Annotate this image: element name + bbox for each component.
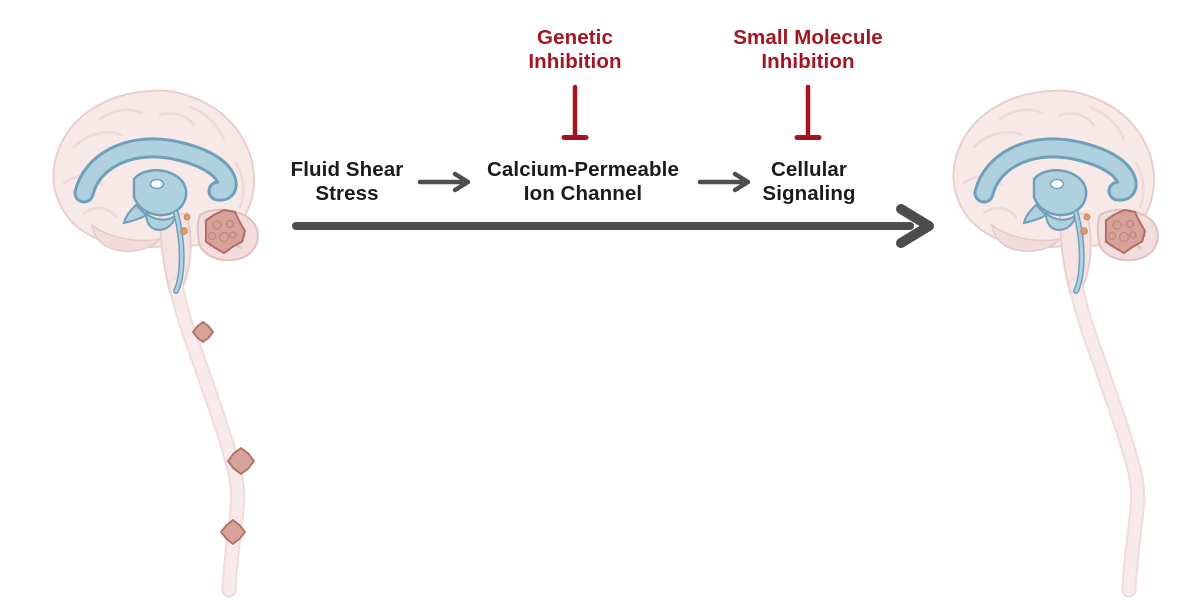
small-molecule-inhibition-tbar-icon	[794, 84, 822, 140]
flow-arrow-icon-2	[697, 171, 751, 193]
step1-line2: Stress	[315, 182, 379, 205]
pathway-step-fluid-shear-stress: Fluid Shear Stress	[277, 158, 417, 206]
step3-line2: Signaling	[762, 182, 856, 205]
small-molecule-inhibition-label: Small Molecule Inhibition	[723, 26, 893, 74]
spinal-tumor-1	[192, 321, 214, 343]
brain-spine-figure-left	[54, 91, 258, 590]
flow-arrow-icon-1	[417, 171, 471, 193]
pathway-step-cellular-signaling: Cellular Signaling	[749, 158, 869, 206]
spinal-tumor-2	[227, 447, 255, 475]
step2-line2: Ion Channel	[523, 182, 643, 205]
genetic-inhibition-label: Genetic Inhibition	[505, 26, 645, 74]
small-molecule-inhibition-line1: Small Molecule	[733, 26, 883, 49]
spinal-tumor-nodules	[192, 321, 255, 545]
genetic-inhibition-tbar-icon	[561, 84, 589, 140]
small-molecule-inhibition-line2: Inhibition	[761, 50, 855, 73]
step2-line1: Calcium-Permeable	[487, 158, 679, 181]
genetic-inhibition-line2: Inhibition	[528, 50, 622, 73]
pathway-step-calcium-permeable-ion-channel: Calcium-Permeable Ion Channel	[473, 158, 693, 206]
genetic-inhibition-line1: Genetic	[537, 26, 613, 49]
brain-spine-figure-right	[954, 91, 1158, 590]
pathway-main-arrow-icon	[292, 204, 934, 248]
step1-line1: Fluid Shear	[290, 158, 404, 181]
step3-line1: Cellular	[771, 158, 847, 181]
spinal-tumor-3	[220, 519, 246, 545]
